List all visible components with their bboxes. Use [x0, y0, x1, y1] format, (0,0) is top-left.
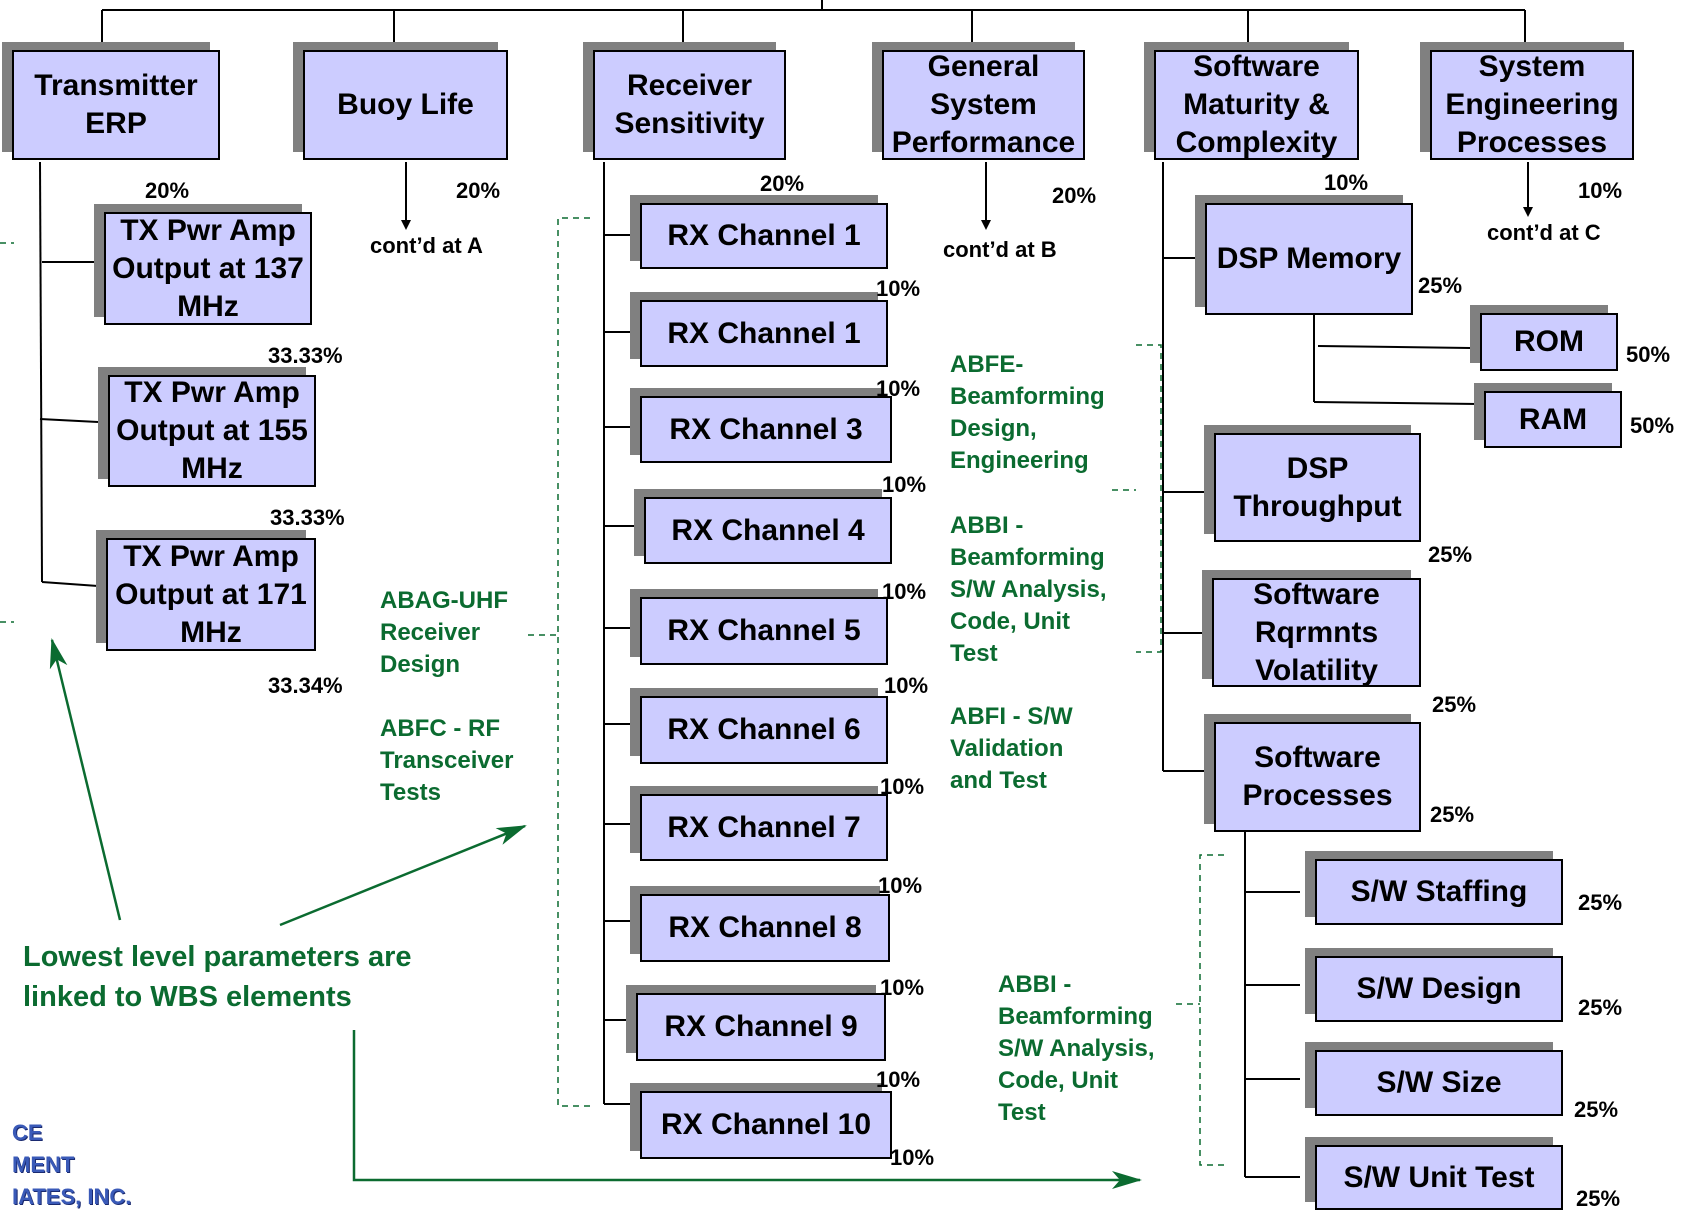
weight-dsp-throughput: 25%	[1428, 542, 1473, 567]
weight-rx-4: 10%	[882, 579, 927, 604]
weight-sw-rqmnts: 25%	[1432, 692, 1477, 717]
weight-buoy-life: 20%	[456, 178, 501, 203]
node-sw-staffing: S/W Staffing	[1305, 851, 1563, 925]
weight-software-maturity: 10%	[1324, 170, 1369, 195]
weight-rx-1a: 10%	[876, 276, 921, 301]
node-rx-channel-10: RX Channel 10	[630, 1083, 892, 1159]
node-dsp-throughput: DSP Throughput	[1204, 425, 1421, 542]
node-rx-channel-3: RX Channel 3	[630, 388, 892, 463]
weight-dsp-memory: 25%	[1418, 273, 1463, 298]
node-sw-unit-test: S/W Unit Test	[1305, 1137, 1563, 1210]
wbs-abbi-beamforming-sw-1: ABBI - Beamforming S/W Analysis, Code, U…	[950, 512, 1107, 667]
node-rx-channel-9: RX Channel 9	[626, 985, 886, 1061]
node-sw-design: S/W Design	[1305, 948, 1563, 1022]
weight-transmitter-erp: 20%	[145, 178, 190, 203]
weight-rx-5: 10%	[884, 673, 929, 698]
node-rx-channel-8: RX Channel 8	[630, 886, 890, 962]
weight-rx-8: 10%	[880, 975, 925, 1000]
weight-rx-7: 10%	[878, 873, 923, 898]
weight-rx-1b: 10%	[876, 376, 921, 401]
weight-sw-processes: 25%	[1430, 802, 1475, 827]
weight-sw-size: 25%	[1574, 1097, 1619, 1122]
node-rx-channel-4: RX Channel 4	[634, 489, 892, 564]
node-rx-channel-6: RX Channel 6	[630, 688, 888, 764]
wbs-abfi-sw-validation: ABFI - S/W Validation and Test	[950, 703, 1073, 794]
wbs-abfc-rf-transceiver-tests: ABFC - RF Transceiver Tests	[380, 715, 514, 806]
weight-tx-137: 33.33%	[268, 343, 343, 368]
weight-sw-unit-test: 25%	[1576, 1186, 1621, 1211]
wbs-abag-uhf-receiver-design: ABAG-UHF Receiver Design	[380, 587, 508, 678]
weight-sw-staffing: 25%	[1578, 890, 1623, 915]
weight-sw-design: 25%	[1578, 995, 1623, 1020]
callout-lowest-level-linked: Lowest level parameters are linked to WB…	[23, 941, 412, 1013]
node-rx-channel-1a: RX Channel 1	[630, 195, 888, 269]
weight-rx-10: 10%	[890, 1145, 935, 1170]
continuation-b: cont’d at B	[943, 237, 1057, 262]
weight-tx-171: 33.34%	[268, 673, 343, 698]
weight-general-system-performance: 20%	[1052, 183, 1097, 208]
company-logo-text: CE MENT IATES, INC.	[12, 1120, 132, 1209]
node-rom: ROM	[1470, 305, 1618, 371]
weight-receiver-sensitivity: 20%	[760, 171, 805, 196]
node-rx-channel-1b: RX Channel 1	[630, 292, 888, 367]
weight-rx-9: 10%	[876, 1067, 921, 1092]
node-tx-pwr-amp-155: TX Pwr Amp Output at 155 MHz	[98, 367, 316, 487]
weight-rx-3: 10%	[882, 472, 927, 497]
wbs-abfe-beamforming-design: ABFE- Beamforming Design, Engineering	[950, 351, 1105, 474]
continuation-c: cont’d at C	[1487, 220, 1601, 245]
node-software-processes: Software Processes	[1204, 714, 1421, 832]
node-rx-channel-7: RX Channel 7	[630, 786, 888, 861]
node-system-engineering-processes: System Engineering Processes	[1420, 42, 1634, 160]
node-tx-pwr-amp-137: TX Pwr Amp Output at 137 MHz	[94, 204, 312, 325]
node-dsp-memory: DSP Memory	[1195, 195, 1413, 315]
node-general-system-performance: General System Performance	[872, 42, 1085, 160]
weight-tx-155: 33.33%	[270, 505, 345, 530]
node-software-maturity-complexity: Software Maturity & Complexity	[1144, 42, 1359, 160]
node-sw-size: S/W Size	[1305, 1042, 1563, 1116]
node-rx-channel-5: RX Channel 5	[630, 589, 888, 665]
node-buoy-life: Buoy Life	[293, 42, 508, 160]
weight-rx-6: 10%	[880, 774, 925, 799]
weight-ram: 50%	[1630, 413, 1675, 438]
weight-system-engineering: 10%	[1578, 178, 1623, 203]
node-software-rqrmnts-volatility: Software Rqrmnts Volatility	[1202, 570, 1421, 687]
continuation-a: cont’d at A	[370, 233, 483, 258]
wbs-abbi-beamforming-sw-2: ABBI - Beamforming S/W Analysis, Code, U…	[998, 971, 1155, 1126]
node-ram: RAM	[1474, 383, 1622, 448]
node-tx-pwr-amp-171: TX Pwr Amp Output at 171 MHz	[96, 530, 316, 651]
node-transmitter-erp: Transmitter ERP	[2, 42, 220, 160]
node-receiver-sensitivity: Receiver Sensitivity	[583, 42, 786, 160]
weight-rom: 50%	[1626, 342, 1671, 367]
